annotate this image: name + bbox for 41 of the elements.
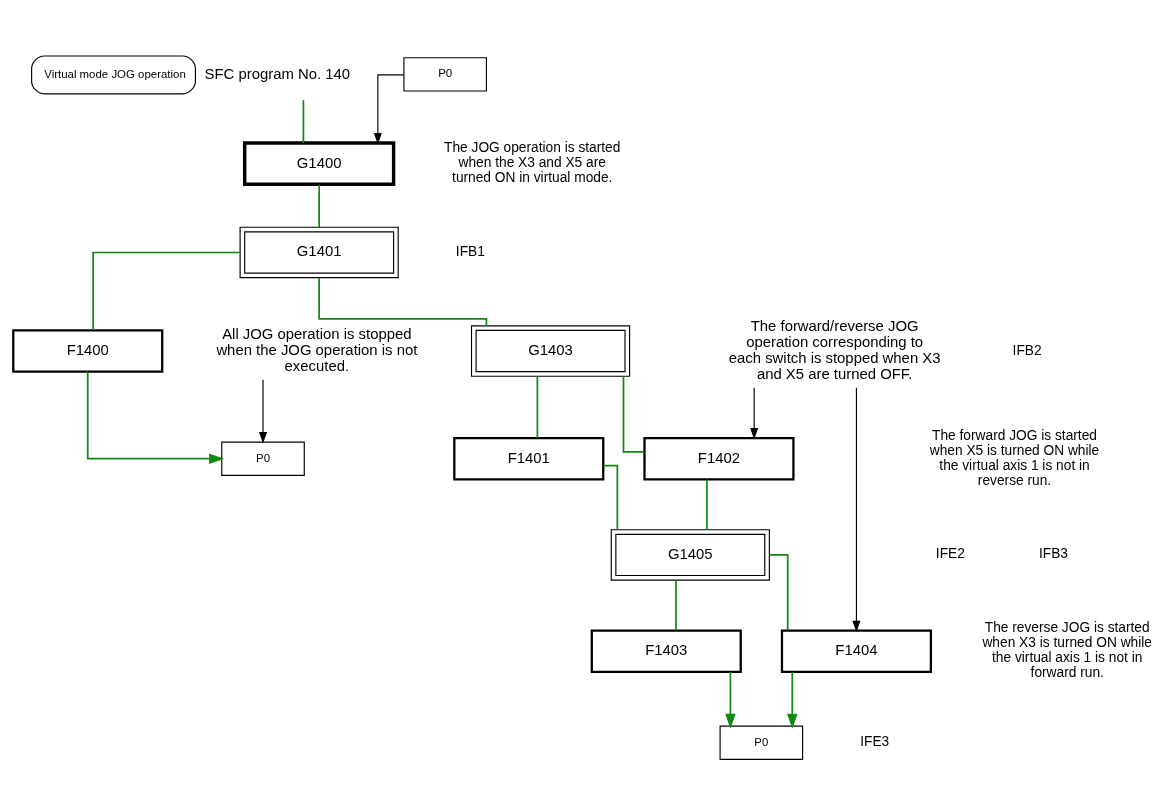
arrow (373, 73, 405, 144)
node-box: P0 (221, 441, 305, 476)
node-box: F1402 (643, 436, 795, 480)
connector (675, 578, 677, 631)
node-box: F1400 (12, 328, 164, 373)
connector (318, 183, 320, 228)
connector (92, 251, 241, 331)
connector (536, 375, 539, 439)
node-box: P0 (719, 725, 804, 760)
node-box: G1401 (239, 226, 399, 278)
connector (602, 464, 619, 530)
label: IFB1 (455, 243, 485, 259)
connector (302, 98, 305, 144)
arrow (852, 386, 861, 632)
connector (622, 375, 646, 453)
connector (318, 276, 488, 327)
node-text: The forward/reverse JOG operation corresponding to each switch is stopped when X3 and X5 are turned OFF. (728, 317, 941, 382)
node-box: F1401 (453, 436, 605, 480)
label: IFB2 (1012, 342, 1042, 358)
node-text: All JOG operation is stopped when the JOG operation is not executed. (216, 325, 418, 374)
arrow (86, 370, 225, 464)
node-label: SFC program No. 140 (204, 65, 351, 82)
arrow (787, 670, 798, 729)
node-box: F1404 (780, 628, 933, 673)
label: The reverse JOG is started when X3 is turned ON while the virtual axis 1 is not in forward run. (982, 619, 1152, 680)
node-box: F1403 (590, 628, 742, 673)
label: IFE2 (935, 545, 965, 561)
label: The forward JOG is started when X5 is turned ON while the virtual axis 1 is not in reverse run. (929, 427, 1100, 488)
label: The JOG operation is started when the X3 and X5 are turned ON in virtual mode. (444, 139, 621, 185)
label: IFE3 (860, 733, 890, 749)
node-box: G1403 (470, 324, 631, 377)
arrow (725, 670, 736, 729)
node-box: Virtual mode JOG operation (31, 54, 196, 94)
arrow (259, 378, 268, 444)
node-box: G1405 (610, 528, 770, 581)
node-box: P0 (403, 56, 487, 92)
label: IFB3 (1038, 545, 1068, 561)
connector (768, 553, 789, 631)
connector (706, 478, 708, 530)
node-box: G1400 (242, 140, 396, 186)
arrow (750, 386, 759, 440)
